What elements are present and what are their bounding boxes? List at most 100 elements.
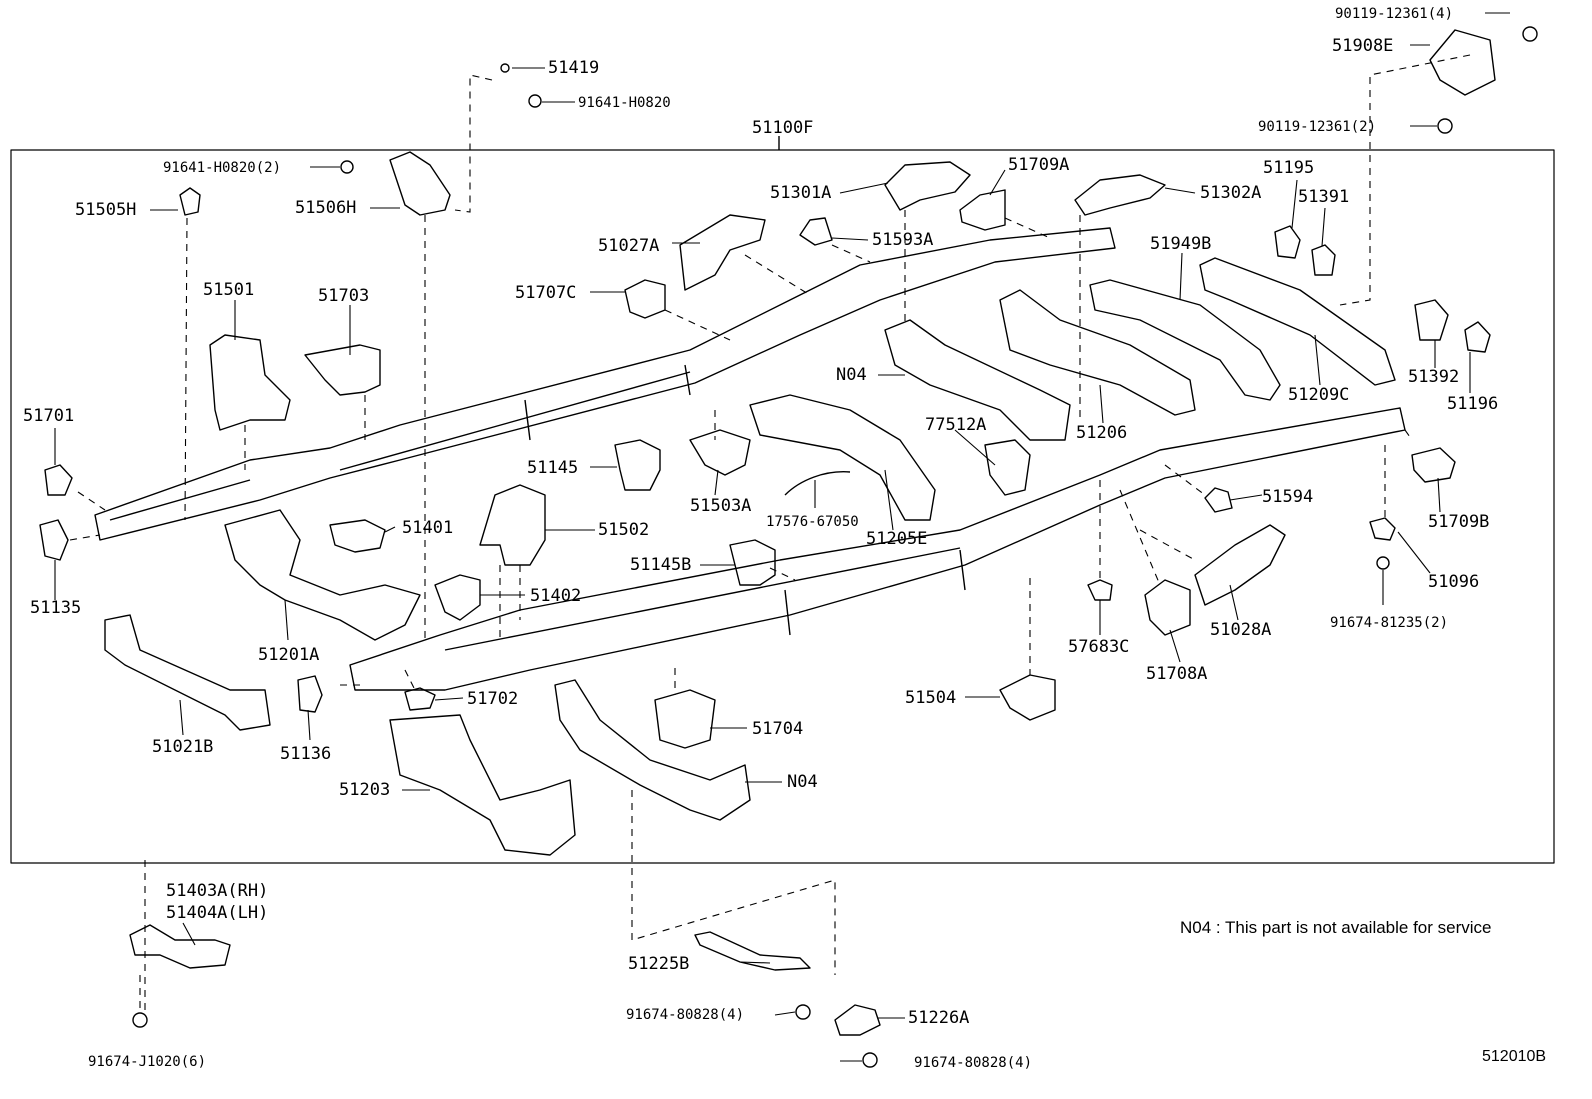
bracket-51503A [689, 429, 751, 476]
label-51702: 51702 [467, 689, 519, 709]
bracket-51401 [329, 519, 386, 553]
bracket-51707C [624, 279, 666, 319]
bracket-57683C [1087, 579, 1113, 601]
label-51502: 51502 [598, 520, 650, 540]
bolt-90119-12361-4 [1522, 26, 1538, 42]
bracket-51136 [297, 675, 323, 713]
bracket-51501 [209, 334, 291, 431]
note-n04-not-available: N04 : This part is not available for ser… [1180, 918, 1492, 937]
bracket-51196 [1464, 321, 1491, 353]
bracket-51392 [1414, 299, 1449, 341]
label-51225B: 51225B [628, 954, 690, 974]
label-51201A: 51201A [258, 645, 320, 665]
crossmember-51949B [1089, 279, 1281, 401]
label-51419: 51419 [548, 58, 600, 78]
crossmember-51201A [224, 509, 421, 641]
bracket-51145B [729, 539, 776, 586]
bolt-51419 [500, 63, 510, 73]
bracket-51225B [694, 931, 811, 971]
bracket-77512A [984, 439, 1031, 496]
label-57683C: 57683C [1068, 637, 1130, 657]
bracket-51301A [884, 161, 971, 211]
label-17576-67050: 17576-67050 [766, 514, 859, 530]
label-51504: 51504 [905, 688, 957, 708]
bracket-51594 [1204, 487, 1233, 513]
label-51908E: 51908E [1332, 36, 1394, 56]
bolt-91674-81235 [1376, 556, 1390, 570]
label-51704: 51704 [752, 719, 804, 739]
label-51226A: 51226A [908, 1008, 970, 1028]
bracket-51593A [799, 217, 833, 246]
label-51027A: 51027A [598, 236, 660, 256]
label-51709B: 51709B [1428, 512, 1490, 532]
label-N04-upper: N04 [836, 365, 867, 385]
label-91674-J1020-6: 91674-J1020(6) [88, 1054, 207, 1070]
bracket-51708A [1144, 579, 1191, 636]
label-51709A: 51709A [1008, 155, 1070, 175]
label-51708A: 51708A [1146, 664, 1208, 684]
label-77512A: 77512A [925, 415, 987, 435]
label-90119-12361-2: 90119-12361(2) [1258, 119, 1377, 135]
bracket-51302A [1074, 174, 1166, 216]
label-51701: 51701 [23, 406, 75, 426]
label-51205E: 51205E [866, 529, 928, 549]
crossmember-N04 [884, 319, 1071, 441]
crossmember-51021B [104, 614, 271, 731]
bracket-51226A [834, 1004, 881, 1036]
crossmember-N04-lower [554, 679, 751, 821]
bracket-51402 [434, 574, 481, 621]
label-91674-81235-2: 91674-81235(2) [1330, 615, 1449, 631]
assembly-boundary-box [10, 149, 1555, 864]
label-51503A: 51503A [690, 496, 752, 516]
bracket-51195 [1274, 225, 1301, 259]
frame-rail-left [94, 227, 1116, 541]
bracket-51145 [614, 439, 661, 491]
label-51206: 51206 [1076, 423, 1128, 443]
label-51593A: 51593A [872, 230, 934, 250]
label-51136: 51136 [280, 744, 332, 764]
label-51703: 51703 [318, 286, 370, 306]
label-51100F: 51100F [752, 118, 814, 138]
bracket-51701 [44, 464, 73, 496]
bolt-90119-12361-2 [1437, 118, 1453, 134]
bracket-51908E [1429, 29, 1496, 96]
label-90119-12361-4: 90119-12361(4) [1335, 6, 1454, 22]
bracket-51709A [959, 189, 1006, 231]
bracket-51028A [1194, 524, 1286, 606]
bracket-51506H [389, 151, 451, 216]
bracket-51505H [179, 187, 201, 216]
label-51391: 51391 [1298, 187, 1350, 207]
crossmember-51205E [749, 394, 936, 521]
label-51949B: 51949B [1150, 234, 1212, 254]
bolt-91674-80828-a [795, 1004, 811, 1020]
crossmember-51203 [389, 714, 576, 856]
label-51196: 51196 [1447, 394, 1499, 414]
label-51392: 51392 [1408, 367, 1460, 387]
bracket-51702 [404, 687, 436, 711]
label-51707C: 51707C [515, 283, 577, 303]
label-51135: 51135 [30, 598, 82, 618]
bolt-91641-H0820-top [528, 94, 542, 108]
label-51028A: 51028A [1210, 620, 1272, 640]
bracket-51027A [679, 214, 766, 291]
frame-rail-right [349, 407, 1406, 691]
label-91641-H0820-2: 91641-H0820(2) [163, 160, 282, 176]
label-51145: 51145 [527, 458, 579, 478]
bracket-51391 [1311, 244, 1336, 276]
label-51203: 51203 [339, 780, 391, 800]
label-51404A-LH: 51404A(LH) [166, 903, 269, 923]
label-51594: 51594 [1262, 487, 1314, 507]
label-91674-80828-4-a: 91674-80828(4) [626, 1007, 745, 1023]
label-51403A-RH: 51403A(RH) [166, 881, 269, 901]
bracket-51403A [129, 924, 231, 969]
label-51505H: 51505H [75, 200, 137, 220]
bolt-91674-J1020 [132, 1012, 148, 1028]
label-51301A: 51301A [770, 183, 832, 203]
bracket-51703 [304, 344, 381, 396]
bracket-51096 [1369, 517, 1396, 541]
label-51209C: 51209C [1288, 385, 1350, 405]
label-51302A: 51302A [1200, 183, 1262, 203]
label-51195: 51195 [1263, 158, 1315, 178]
